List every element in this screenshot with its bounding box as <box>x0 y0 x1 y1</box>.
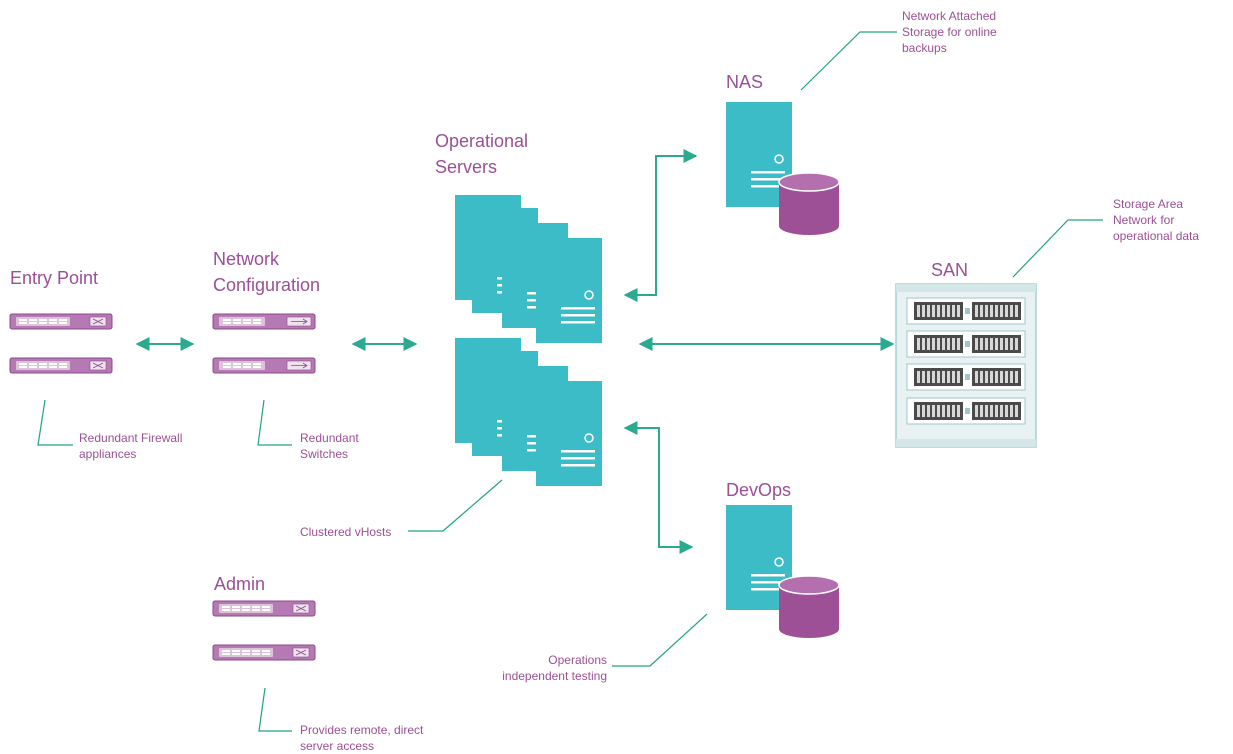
admin-appliance-2 <box>212 644 316 661</box>
server-nas-link <box>623 149 698 302</box>
admin-leader-line <box>258 687 292 732</box>
server-devops-link <box>623 421 694 554</box>
nas-title: NAS <box>726 72 764 92</box>
server-icon <box>535 237 603 344</box>
network-configuration-title: Network Configuration <box>213 249 321 295</box>
san-annotation: Storage Area Network for operational dat… <box>1113 197 1200 243</box>
admin-annotation: Provides remote, direct server access <box>300 723 424 753</box>
admin-title: Admin <box>214 574 266 594</box>
firewall-appliance-1 <box>9 313 113 330</box>
entry-point-title: Entry Point <box>10 268 99 288</box>
nas-database-icon <box>778 172 840 236</box>
devops-leader-line <box>612 613 708 667</box>
nas-leader-line <box>800 31 897 91</box>
nas-annotation: Network Attached Storage for online back… <box>902 9 997 55</box>
switch-annotation: Redundant Switches <box>300 431 359 461</box>
firewall-appliance-2 <box>9 357 113 374</box>
firewall-annotation: Redundant Firewall appliances <box>79 431 183 461</box>
network-switch-2 <box>212 357 316 374</box>
devops-title: DevOps <box>726 480 792 500</box>
firewall-leader-line <box>37 399 73 446</box>
devops-database-icon <box>778 575 840 639</box>
operational-server-stack-bottom <box>454 337 603 487</box>
devops-annotation: Operations independent testing <box>502 653 607 683</box>
operational-server-stack-top <box>454 194 603 344</box>
san-leader-line <box>1012 219 1103 278</box>
server-icon <box>535 380 603 487</box>
vhosts-annotation: Clustered vHosts <box>300 525 392 539</box>
vhosts-leader-line <box>408 479 503 532</box>
admin-appliance-1 <box>212 600 316 617</box>
san-title: SAN <box>931 260 969 280</box>
network-switch-1 <box>212 313 316 330</box>
switch-leader-line <box>257 399 292 446</box>
san-rack-icon <box>895 283 1037 448</box>
operational-servers-title: Operational Servers <box>435 131 529 177</box>
